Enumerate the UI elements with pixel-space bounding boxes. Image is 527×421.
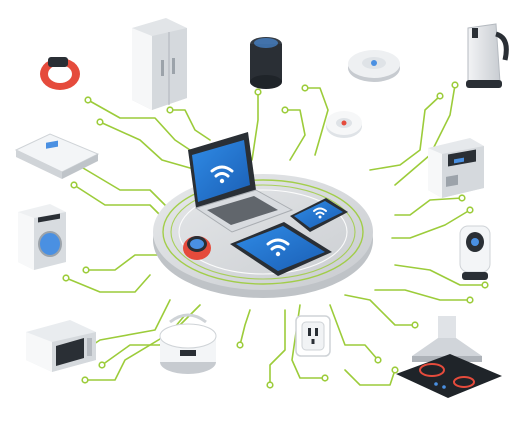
smartwatch <box>183 236 211 260</box>
smart-speaker <box>250 37 282 89</box>
microwave-oven <box>26 320 96 372</box>
wifi-icon <box>266 238 290 257</box>
robot-vacuum <box>348 50 400 82</box>
washing-machine <box>18 204 66 270</box>
smartphone <box>230 222 332 276</box>
induction-cooktop <box>396 354 502 398</box>
electric-kettle <box>466 23 509 88</box>
tablet <box>290 198 348 232</box>
bathroom-scale <box>14 133 100 179</box>
security-camera <box>459 225 491 280</box>
circuit-nodes <box>62 81 489 389</box>
power-outlet <box>295 315 331 357</box>
circuit-network <box>65 84 486 386</box>
laptop <box>188 132 294 233</box>
rice-cooker <box>159 313 217 374</box>
fitness-band <box>40 57 80 90</box>
coffee-machine <box>428 138 484 198</box>
smoke-detector <box>326 111 362 138</box>
wifi-icon <box>313 207 327 219</box>
refrigerator <box>132 18 187 110</box>
wifi-icon <box>210 165 234 184</box>
